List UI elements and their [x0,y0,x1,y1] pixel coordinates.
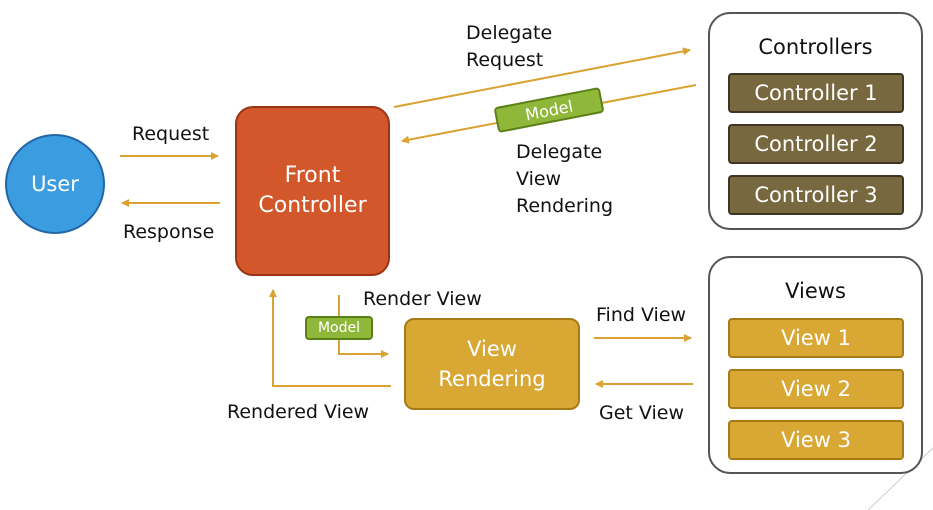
render-view-arrow [338,295,389,358]
controller-item-3: Controller 3 [728,175,904,215]
get-view-label: Get View [599,402,684,424]
find-view-label: Find View [596,304,687,326]
view-item-3: View 3 [728,420,904,460]
front-controller-node: Front Controller [235,106,390,276]
corner-divider-line [867,447,933,510]
response-label: Response [123,221,215,243]
view-item-1: View 1 [728,318,904,358]
model-tag-render: Model [305,316,373,340]
views-panel: Views View 1 View 2 View 3 [708,256,923,474]
delegate-view-rendering-label: Delegate View Rendering [516,141,614,217]
rendered-view-label: Rendered View [227,401,370,423]
request-label: Request [132,123,210,145]
controllers-panel-title: Controllers [758,35,873,59]
view-rendering-node: View Rendering [404,318,580,410]
rendered-view-arrow [269,289,391,387]
views-panel-title: Views [785,279,846,303]
render-view-label: Render View [363,288,482,310]
user-node: User [5,134,105,234]
delegate-request-arrow [393,47,691,108]
controllers-panel: Controllers Controller 1 Controller 2 Co… [708,12,923,230]
controller-item-2: Controller 2 [728,124,904,164]
controller-item-1: Controller 1 [728,73,904,113]
view-item-2: View 2 [728,369,904,409]
delegate-request-label: Delegate Request [466,22,553,71]
